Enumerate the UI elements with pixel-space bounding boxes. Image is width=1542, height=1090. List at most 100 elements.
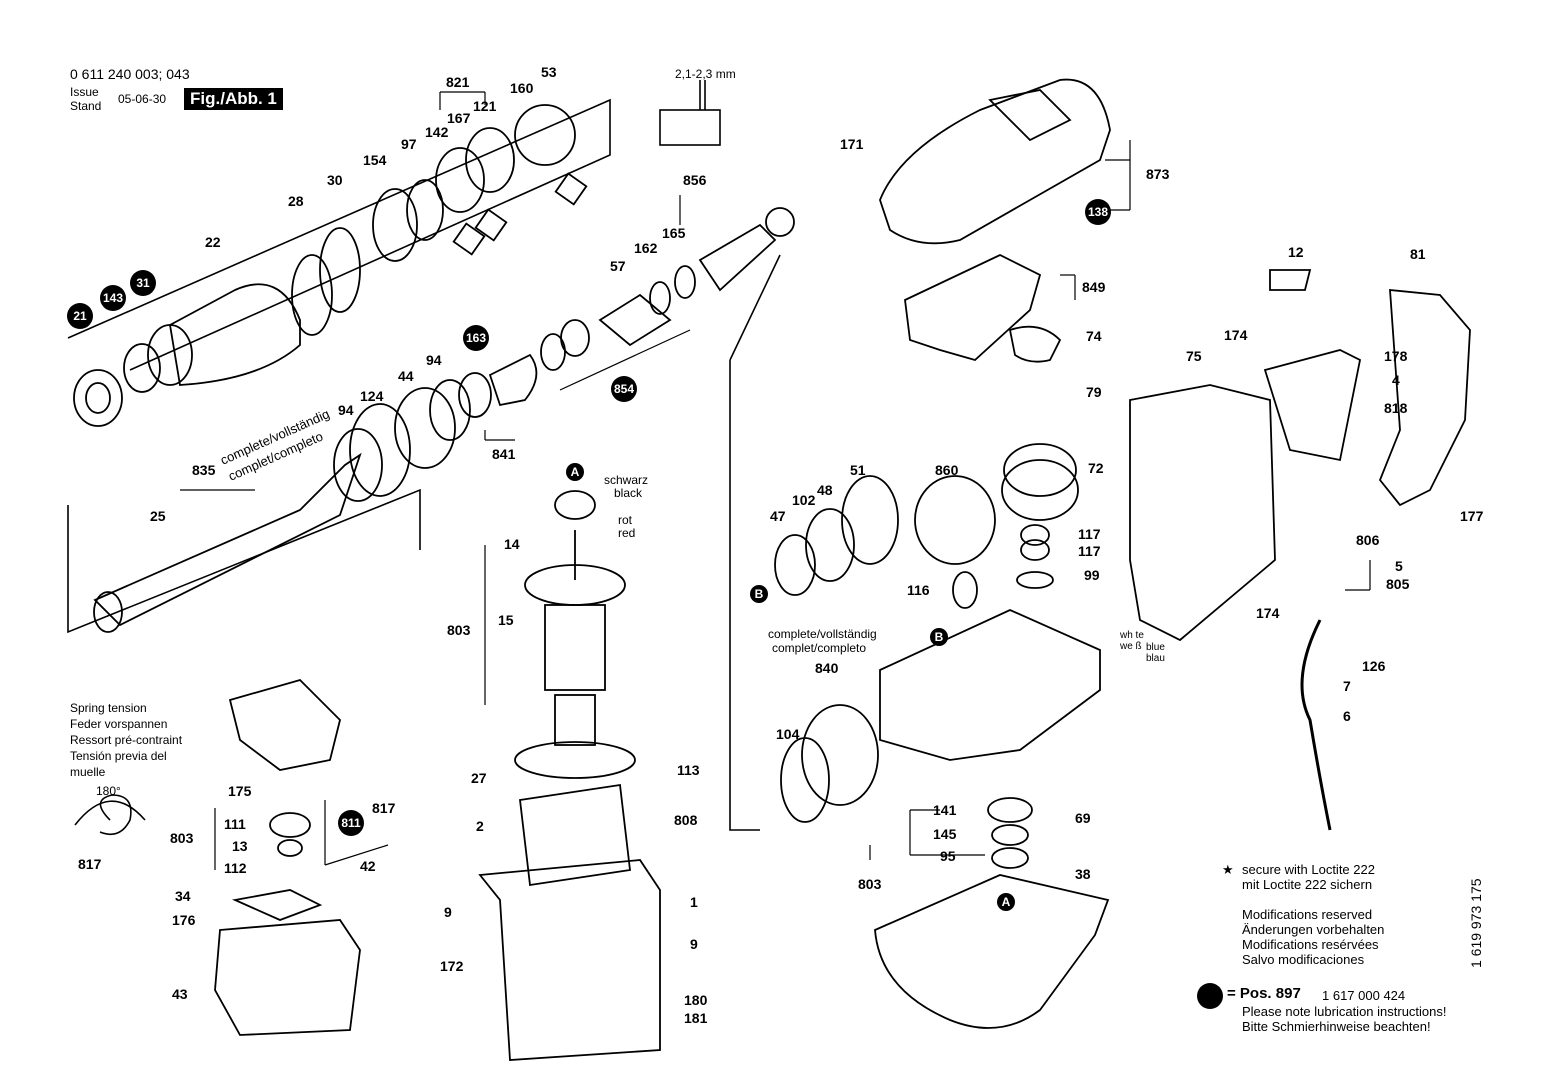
hammer-tube bbox=[93, 353, 538, 633]
label-111: 111 bbox=[224, 816, 246, 832]
label-841: 841 bbox=[492, 446, 516, 462]
label-154: 154 bbox=[363, 152, 387, 168]
label-117-bottom: 117 bbox=[1078, 543, 1101, 559]
wire-white-2: we ß bbox=[1120, 641, 1142, 652]
label-142: 142 bbox=[425, 124, 449, 140]
label-42: 42 bbox=[360, 858, 376, 874]
label-145: 145 bbox=[933, 826, 957, 842]
issue-label: Issue bbox=[70, 85, 99, 99]
label-805: 805 bbox=[1386, 576, 1410, 592]
spring-text-5: muelle bbox=[70, 765, 106, 779]
label-95: 95 bbox=[940, 848, 956, 864]
label-817-left: 817 bbox=[78, 856, 102, 872]
label-74: 74 bbox=[1086, 328, 1102, 344]
label-5: 5 bbox=[1395, 558, 1403, 574]
drawing-number: 1 619 973 175 bbox=[1468, 878, 1484, 968]
wire-blue-2: blau bbox=[1146, 653, 1165, 664]
label-856: 856 bbox=[683, 172, 707, 188]
gear-housing bbox=[780, 609, 1110, 1029]
label-57: 57 bbox=[610, 258, 626, 274]
label-2: 2 bbox=[476, 818, 484, 834]
label-25: 25 bbox=[150, 508, 166, 524]
stand-label: Stand bbox=[70, 99, 102, 113]
lubrication-dot-icon bbox=[1197, 983, 1223, 1009]
label-9-left: 9 bbox=[444, 904, 452, 920]
insert-detail bbox=[659, 80, 721, 146]
label-840: 840 bbox=[815, 660, 839, 676]
label-160: 160 bbox=[510, 80, 534, 96]
part-number: 0 611 240 003; 043 bbox=[70, 66, 190, 82]
label-124: 124 bbox=[360, 388, 384, 404]
label-12: 12 bbox=[1288, 244, 1304, 260]
complete-note-mid-1: complete/vollständig bbox=[768, 627, 877, 641]
label-44: 44 bbox=[398, 368, 414, 384]
modifications-3: Modifications resérvées bbox=[1242, 937, 1379, 952]
label-48: 48 bbox=[817, 482, 833, 498]
label-873: 873 bbox=[1146, 166, 1170, 182]
pos-number: 1 617 000 424 bbox=[1322, 988, 1406, 1003]
label-172: 172 bbox=[440, 958, 464, 974]
motor bbox=[478, 490, 661, 1061]
lube-note-1: Please note lubrication instructions! bbox=[1242, 1004, 1447, 1019]
label-1: 1 bbox=[690, 894, 698, 910]
label-821: 821 bbox=[446, 74, 470, 90]
label-808: 808 bbox=[674, 812, 698, 828]
label-102: 102 bbox=[792, 492, 816, 508]
spring-text-1: Spring tension bbox=[70, 701, 147, 715]
modifications-1: Modifications reserved bbox=[1242, 907, 1373, 922]
wire-black: black bbox=[614, 486, 643, 500]
badge-138: 138 bbox=[1085, 199, 1111, 225]
label-803-housing: 803 bbox=[858, 876, 882, 892]
label-116: 116 bbox=[907, 582, 930, 598]
rear-handle bbox=[1129, 269, 1471, 831]
cover-assembly bbox=[879, 78, 1111, 363]
label-75: 75 bbox=[1186, 348, 1202, 364]
label-180: 180 bbox=[684, 992, 708, 1008]
label-47: 47 bbox=[770, 508, 786, 524]
label-81: 81 bbox=[1410, 246, 1426, 262]
label-6: 6 bbox=[1343, 708, 1351, 724]
label-860: 860 bbox=[935, 462, 959, 478]
loctite-star-icon: ★ bbox=[1222, 862, 1234, 877]
label-835: 835 bbox=[192, 462, 216, 478]
spring-text-4: Tensión previa del bbox=[70, 749, 167, 763]
wire-red: red bbox=[618, 526, 636, 540]
spring-tension-symbol bbox=[74, 794, 146, 836]
label-818: 818 bbox=[1384, 400, 1408, 416]
wire-white-1: wh te bbox=[1120, 630, 1144, 641]
label-53: 53 bbox=[541, 64, 557, 80]
label-30: 30 bbox=[327, 172, 343, 188]
label-162: 162 bbox=[634, 240, 658, 256]
label-97: 97 bbox=[401, 136, 417, 152]
label-94-lower: 94 bbox=[338, 402, 354, 418]
label-112: 112 bbox=[224, 860, 247, 876]
label-803-motor: 803 bbox=[447, 622, 471, 638]
label-126: 126 bbox=[1362, 658, 1386, 674]
label-181: 181 bbox=[684, 1010, 708, 1026]
label-104: 104 bbox=[776, 726, 800, 742]
label-72: 72 bbox=[1088, 460, 1104, 476]
tool-holder bbox=[73, 104, 588, 427]
label-13: 13 bbox=[232, 838, 248, 854]
label-28: 28 bbox=[288, 193, 304, 209]
wire-schwarz: schwarz bbox=[604, 473, 649, 487]
insert-dimension: 2,1-2,3 mm bbox=[675, 67, 736, 81]
group-outline-mid bbox=[67, 488, 421, 634]
label-167: 167 bbox=[447, 110, 471, 126]
piston-rod bbox=[540, 207, 795, 371]
modifications-4: Salvo modificaciones bbox=[1242, 952, 1365, 967]
label-4: 4 bbox=[1392, 372, 1400, 388]
label-34: 34 bbox=[175, 888, 191, 904]
modifications-2: Änderungen vorbehalten bbox=[1242, 922, 1385, 937]
label-171: 171 bbox=[840, 136, 864, 152]
label-94-upper: 94 bbox=[426, 352, 442, 368]
label-165: 165 bbox=[662, 225, 686, 241]
label-27: 27 bbox=[471, 770, 487, 786]
label-178: 178 bbox=[1384, 348, 1408, 364]
label-803-brush: 803 bbox=[170, 830, 194, 846]
label-174-top: 174 bbox=[1224, 327, 1248, 343]
marker-a-motor: A bbox=[566, 463, 584, 481]
label-113: 113 bbox=[677, 762, 700, 778]
complete-note-mid-2: complet/completo bbox=[772, 641, 867, 655]
label-849: 849 bbox=[1082, 279, 1106, 295]
